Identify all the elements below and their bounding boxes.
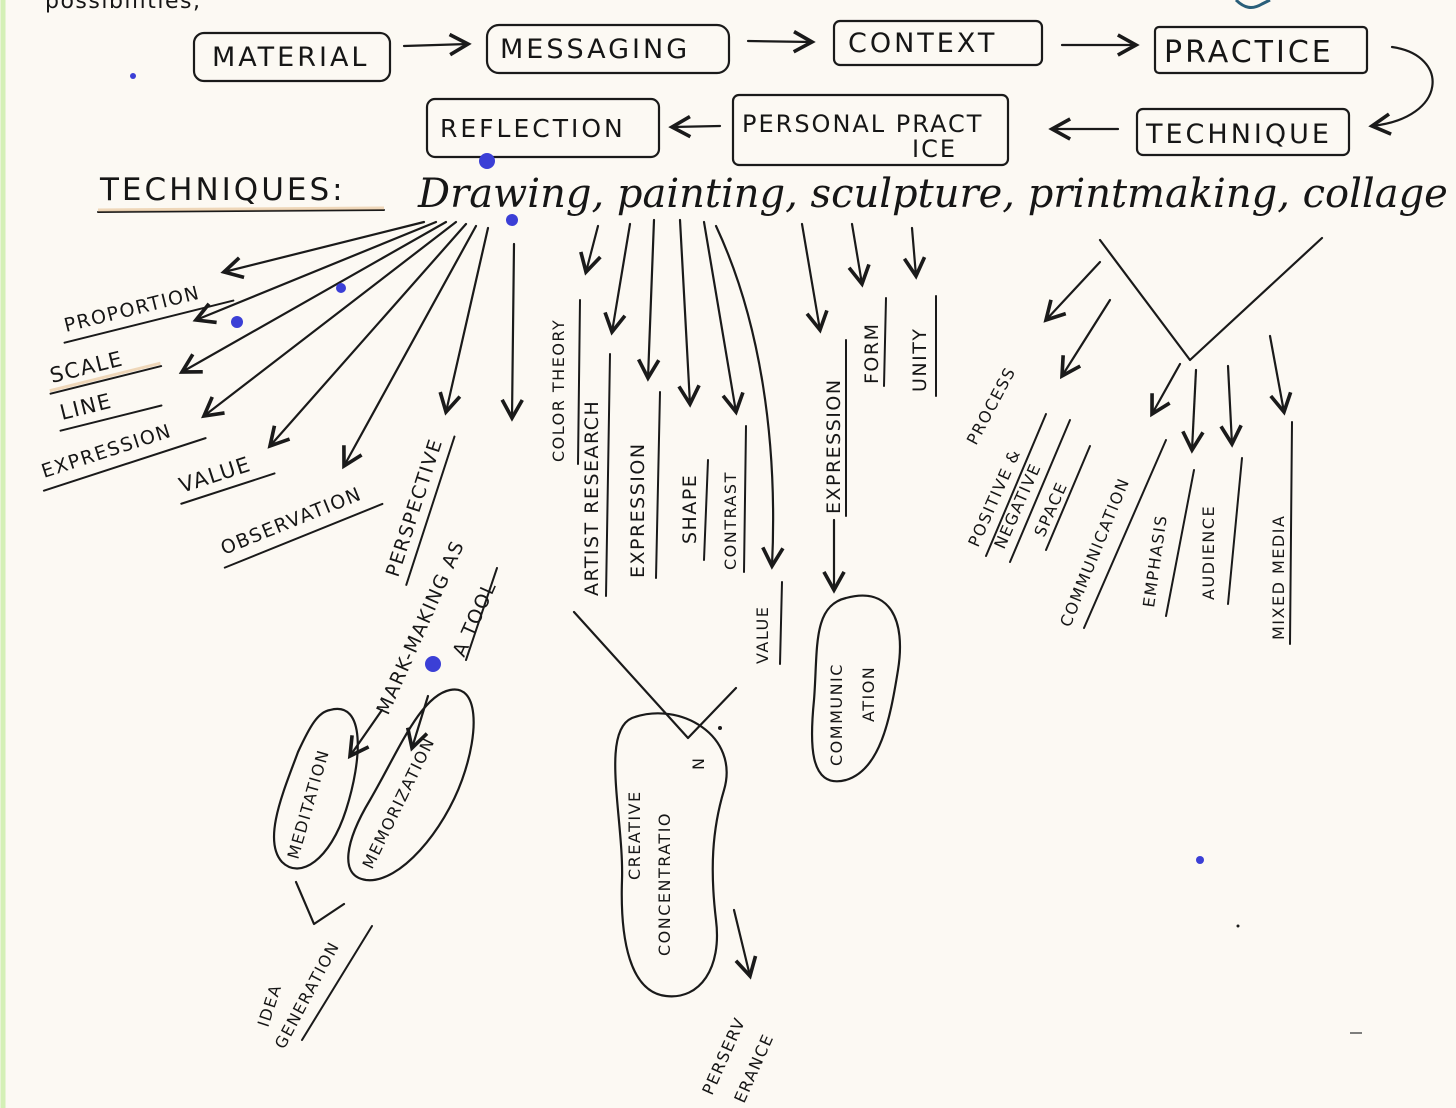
- expression-painting-label: EXPRESSION: [627, 442, 649, 578]
- creative-concentration-node: CREATIVE CONCENTRATIO N: [614, 712, 728, 998]
- observation-label: OBSERVATION: [218, 483, 365, 560]
- flow-reflection-label: REFLECTION: [440, 114, 626, 143]
- color-theory-label: COLOR THEORY: [549, 319, 568, 462]
- process-label: PROCESS: [963, 364, 1020, 448]
- memorization-outline: [347, 688, 475, 882]
- flow-personal-practice-line2: ICE: [912, 135, 957, 163]
- idea-generation-connector: [294, 880, 346, 926]
- emphasis-label: EMPHASIS: [1139, 513, 1171, 608]
- idea-generation-node: IDEA GENERATION: [254, 925, 373, 1052]
- memorization-node: MEMORIZATION: [347, 688, 475, 882]
- printmaking-arrows: [1043, 236, 1324, 380]
- form-label: FORM: [861, 323, 883, 384]
- flow-context-label: CONTEXT: [848, 28, 997, 59]
- a-tool-branch: A TOOL: [448, 578, 501, 660]
- sculpture-arrows: [800, 222, 927, 594]
- perseverance-node: PERSERV ERANCE: [698, 1014, 777, 1105]
- meditation-outline: [272, 707, 359, 870]
- ink-speck: [718, 726, 722, 730]
- flow-box-messaging: MESSAGING: [485, 23, 731, 75]
- value-branch-painting: VALUE: [753, 581, 783, 665]
- mixed-media-branch: MIXED MEDIA: [1269, 421, 1293, 645]
- creative-concentration-connector: [572, 610, 738, 740]
- flow-material-label: MATERIAL: [212, 42, 369, 73]
- form-branch: FORM: [861, 297, 887, 387]
- concentration-tail-label: N: [689, 757, 708, 770]
- audience-label: AUDIENCE: [1199, 505, 1218, 600]
- drawing-arrows: [178, 220, 524, 470]
- top-fragment-text: possibilities,: [45, 0, 202, 14]
- flow-box-material: MATERIAL: [192, 31, 392, 83]
- concentration-label: CONCENTRATIO: [655, 812, 674, 956]
- meditation-node: MEDITATION: [272, 707, 359, 870]
- value-branch-drawing: VALUE: [176, 452, 276, 505]
- perseverance-arrow: [732, 908, 758, 980]
- flow-box-personal-practice: PERSONAL PRACT ICE: [731, 93, 1010, 167]
- observation-branch: OBSERVATION: [218, 483, 384, 569]
- expression-sculpture-label: EXPRESSION: [823, 378, 845, 514]
- proportion-branch: PROPORTION: [62, 282, 235, 344]
- proportion-label: PROPORTION: [62, 282, 202, 337]
- emphasis-branch: EMPHASIS: [1139, 469, 1195, 617]
- value-drawing-label: VALUE: [176, 452, 254, 498]
- a-tool-label: A TOOL: [448, 578, 501, 660]
- flow-box-context: CONTEXT: [832, 19, 1044, 67]
- contrast-branch: CONTRAST: [721, 425, 747, 573]
- cutoff-scribble: [1234, 0, 1271, 9]
- artist-research-branch: ARTIST RESEARCH: [581, 353, 611, 597]
- color-theory-branch: COLOR THEORY: [549, 299, 581, 465]
- techniques-heading: TECHNIQUES:: [97, 172, 385, 213]
- scale-branch: SCALE: [47, 346, 163, 395]
- meditation-label: MEDITATION: [284, 747, 333, 861]
- flow-technique-label: TECHNIQUE: [1145, 119, 1332, 150]
- techniques-heading-text: TECHNIQUES:: [99, 172, 346, 208]
- expression-branch-painting: EXPRESSION: [627, 391, 661, 579]
- process-branch: PROCESS: [963, 364, 1020, 448]
- unity-branch: UNITY: [909, 295, 937, 397]
- flow-box-practice: PRACTICE: [1153, 25, 1369, 75]
- flow-messaging-label: MESSAGING: [500, 34, 690, 65]
- flow-practice-label: PRACTICE: [1164, 35, 1334, 70]
- communication-node-sculpture: COMMUNIC ATION: [810, 594, 902, 783]
- idea-label: IDEA: [254, 981, 286, 1029]
- drawing-sub-arrows: [347, 694, 430, 760]
- expression-drawing-label: EXPRESSION: [39, 420, 175, 483]
- creative-concentration-outline: [614, 712, 728, 998]
- ation-label: ATION: [859, 666, 878, 722]
- contrast-label: CONTRAST: [721, 471, 740, 570]
- shape-branch: SHAPE: [679, 459, 709, 561]
- painting-arrows: [579, 218, 785, 570]
- creative-label: CREATIVE: [625, 790, 644, 880]
- expression-branch-sculpture: EXPRESSION: [823, 339, 847, 517]
- communication-sculpture-outline: [810, 594, 902, 783]
- shape-label: SHAPE: [679, 474, 701, 544]
- space-label: SPACE: [1030, 479, 1071, 540]
- flow-box-reflection: REFLECTION: [425, 97, 661, 159]
- collage-arrows: [1150, 334, 1293, 454]
- flow-arrows: [402, 30, 1434, 141]
- communic-label: COMMUNIC: [827, 663, 846, 766]
- mixed-media-label: MIXED MEDIA: [1269, 515, 1288, 640]
- artist-research-label: ARTIST RESEARCH: [581, 400, 603, 596]
- flow-personal-practice-line1: PERSONAL PRACT: [742, 110, 983, 138]
- techniques-list-text: Drawing, painting, sculpture, printmakin…: [417, 171, 1448, 217]
- flow-box-technique: TECHNIQUE: [1135, 107, 1351, 157]
- unity-label: UNITY: [909, 328, 931, 392]
- memorization-label: MEMORIZATION: [359, 734, 439, 872]
- audience-branch: AUDIENCE: [1199, 457, 1243, 605]
- a-tool-underline: [465, 567, 498, 661]
- value-painting-label: VALUE: [753, 606, 772, 664]
- ink-dots: [130, 73, 1362, 1034]
